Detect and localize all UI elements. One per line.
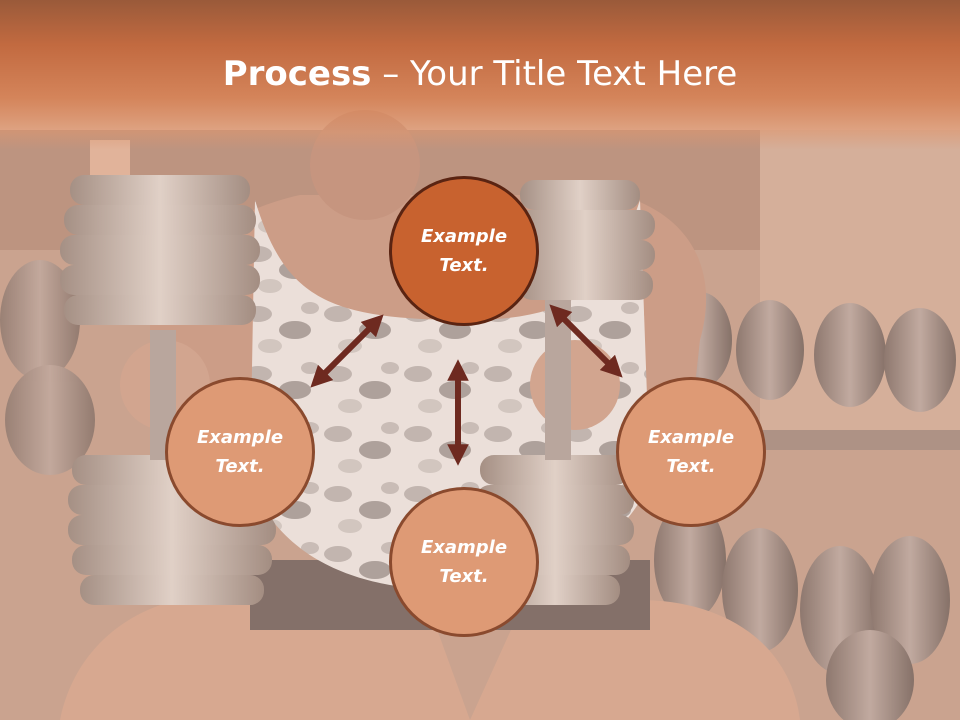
process-node-top[interactable]: Example Text. (389, 176, 539, 326)
process-node-right[interactable]: Example Text. (616, 377, 766, 527)
node-right-line2: Text. (666, 456, 716, 477)
node-bottom-label: Example Text. (404, 533, 524, 591)
node-right-line1: Example (647, 427, 735, 448)
node-bottom-line1: Example (420, 537, 508, 558)
title-banner (0, 0, 960, 150)
node-top-line2: Text. (439, 255, 489, 276)
slide-title: Process – Your Title Text Here (0, 52, 960, 96)
arrow-top-right (549, 304, 623, 378)
node-right-label: Example Text. (631, 423, 751, 481)
slide-title-bold: Process (222, 54, 372, 94)
node-top-line1: Example (420, 226, 508, 247)
node-top-label: Example Text. (404, 222, 524, 280)
node-bottom-line2: Text. (439, 566, 489, 587)
arrow-top-left (310, 314, 384, 388)
node-left-line2: Text. (215, 456, 265, 477)
node-left-label: Example Text. (180, 423, 300, 481)
node-left-line1: Example (196, 427, 284, 448)
slide-title-rest: – Your Title Text Here (371, 54, 738, 94)
process-node-bottom[interactable]: Example Text. (389, 487, 539, 637)
process-node-left[interactable]: Example Text. (165, 377, 315, 527)
